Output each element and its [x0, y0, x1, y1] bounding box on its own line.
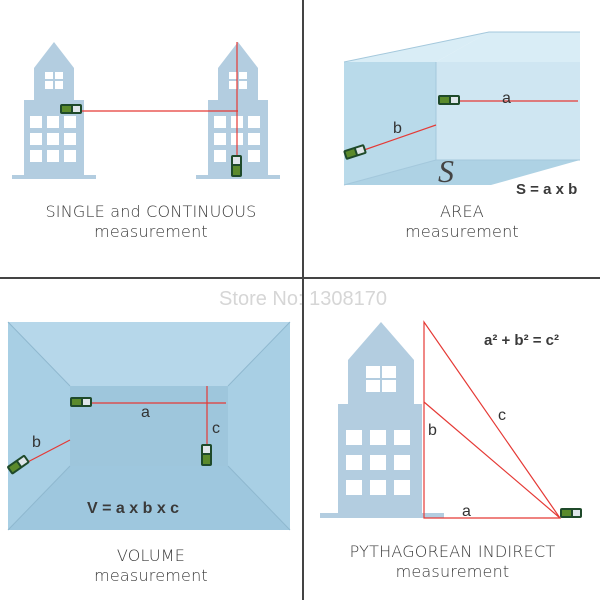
- area-formula: S = a x b: [516, 181, 577, 198]
- laser-device-icon: [70, 397, 92, 407]
- pythagorean-label-b: b: [428, 422, 437, 439]
- area-box: [343, 31, 580, 186]
- caption-title: VOLUME: [116, 546, 186, 565]
- caption-subtitle: measurement: [94, 566, 208, 585]
- caption-title: AREA: [440, 202, 484, 221]
- caption-volume: VOLUME measurement: [0, 546, 302, 586]
- laser-device-vertical-icon: [201, 444, 212, 466]
- pythagorean-label-a: a: [462, 503, 471, 520]
- laser-beam-b: [423, 401, 561, 519]
- volume-label-c: c: [212, 420, 220, 437]
- caption-subtitle: measurement: [395, 562, 510, 581]
- area-label-a: a: [502, 90, 511, 107]
- laser-device-icon: [60, 104, 82, 114]
- pythagorean-formula: a² + b² = c²: [484, 332, 559, 349]
- volume-room: [7, 321, 291, 531]
- pythagorean-label-c: c: [498, 407, 506, 424]
- volume-formula: V = a x b x c: [87, 500, 179, 517]
- laser-device-vertical-icon: [231, 155, 242, 177]
- caption-pythagorean: PYTHAGOREAN INDIRECT measurement: [305, 542, 600, 582]
- store-watermark: Store No: 1308170: [219, 288, 387, 310]
- caption-subtitle: measurement: [405, 222, 519, 241]
- volume-label-b: b: [32, 434, 41, 451]
- building-tall: [320, 322, 444, 518]
- area-label-b: b: [393, 120, 402, 137]
- caption-title: SINGLE and CONTINUOUS: [45, 202, 257, 221]
- caption-single: SINGLE and CONTINUOUS measurement: [0, 202, 302, 242]
- caption-area: AREA measurement: [312, 202, 600, 242]
- caption-subtitle: measurement: [94, 222, 208, 241]
- pythagorean-triangle: [423, 320, 562, 519]
- area-symbol: S: [438, 153, 454, 189]
- laser-beam-b: [363, 124, 437, 151]
- volume-label-a: a: [141, 404, 150, 421]
- laser-device-icon: [438, 95, 460, 105]
- caption-title: PYTHAGOREAN INDIRECT: [349, 542, 556, 561]
- laser-device-icon: [560, 508, 582, 518]
